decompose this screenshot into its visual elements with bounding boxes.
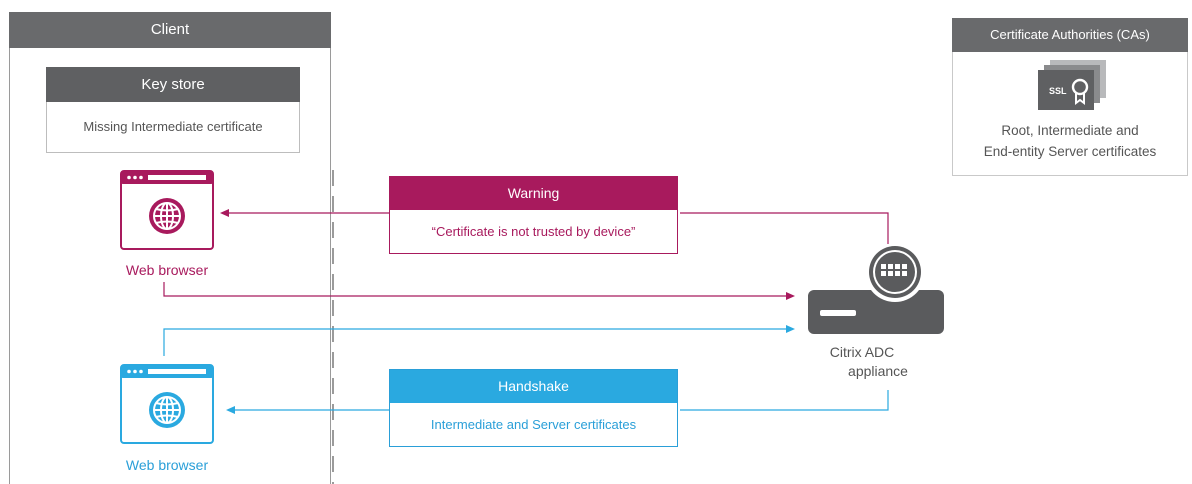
ca-description-line2: End-entity Server certificates	[983, 144, 1157, 159]
browser-hello-line	[163, 328, 787, 356]
handshake-arrowhead	[226, 406, 235, 414]
client-panel	[9, 12, 331, 484]
appliance-label-line1: Citrix ADC	[829, 344, 895, 360]
browser-globe-icon	[120, 364, 214, 444]
ca-description: Root, Intermediate and End-entity Server…	[952, 120, 1188, 162]
warning-box: Warning “Certificate is not trusted by d…	[389, 176, 678, 254]
browser-globe-icon	[120, 170, 214, 250]
key-store-content: Missing Intermediate certificate	[83, 119, 263, 134]
ca-title: Certificate Authorities (CAs)	[952, 18, 1188, 52]
handshake-box: Handshake Intermediate and Server certif…	[389, 369, 678, 447]
warning-title: Warning	[390, 177, 677, 210]
hello-arrowhead	[786, 325, 795, 333]
ssl-badge-text: SSL	[1049, 86, 1067, 96]
warning-message: “Certificate is not trusted by device”	[431, 224, 636, 239]
web-browser-label: Web browser	[125, 457, 209, 473]
request-arrowhead	[786, 292, 795, 300]
client-title: Client	[9, 12, 331, 48]
web-browser-label: Web browser	[125, 262, 209, 278]
warning-return-line	[680, 212, 889, 248]
browser-request-line	[163, 282, 787, 297]
appliance-label-line2: appliance	[848, 363, 908, 379]
handshake-title: Handshake	[390, 370, 677, 403]
ssl-certificate-icon: SSL	[1038, 60, 1106, 110]
warning-arrowhead	[220, 209, 229, 217]
key-store-title: Key store	[46, 67, 300, 102]
handshake-return-line	[680, 390, 889, 411]
server-appliance-icon	[808, 244, 944, 334]
ca-description-line1: Root, Intermediate and	[1001, 123, 1139, 138]
handshake-message: Intermediate and Server certificates	[430, 417, 637, 432]
